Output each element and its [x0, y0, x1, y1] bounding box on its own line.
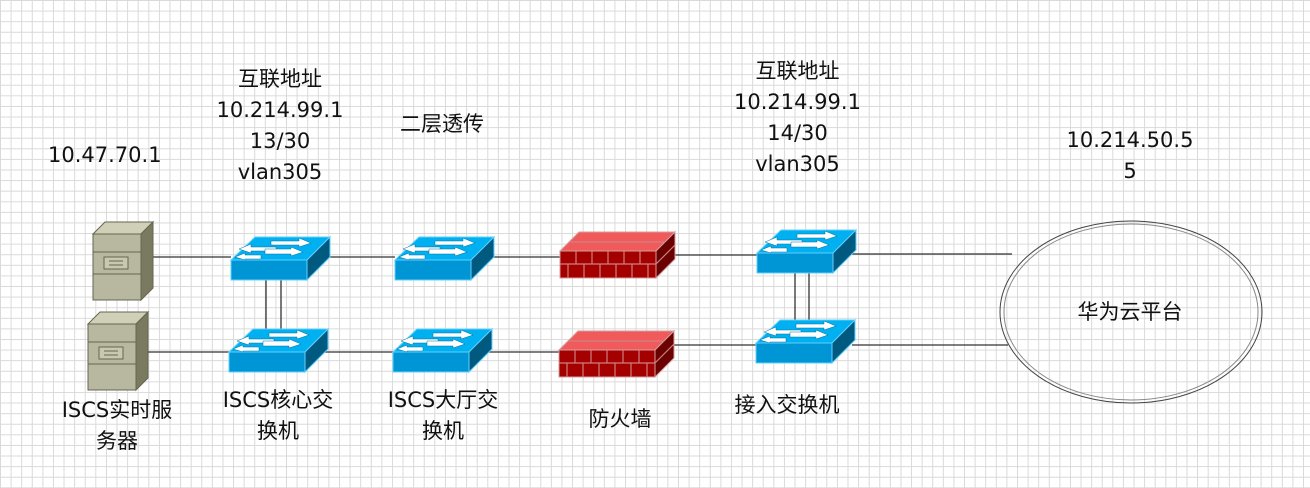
access-switch-label: 接入交换机 — [734, 393, 840, 417]
label-line: ISCS大厅交 — [387, 388, 499, 412]
hall-switch-icon-2 — [392, 328, 493, 373]
label-line: 5 — [1123, 159, 1137, 183]
label-line: 换机 — [257, 419, 299, 443]
label-line: 10.214.99.1 — [734, 90, 861, 114]
firewall-label: 防火墙 — [588, 407, 652, 431]
links — [147, 253, 1012, 353]
cloud-platform-ellipse — [999, 220, 1263, 404]
label-line: ISCS核心交 — [222, 388, 334, 412]
server-icon-2 — [87, 311, 149, 391]
hall-switch-icon-1 — [394, 236, 495, 281]
server-icon-1 — [92, 221, 154, 301]
label-line: 14/30 — [767, 121, 828, 145]
label-line: vlan305 — [237, 160, 323, 184]
cloud-platform-label: 华为云平台 — [1077, 300, 1183, 324]
label-line: ISCS实时服 — [61, 398, 173, 422]
label-line: 互联地址 — [755, 59, 840, 83]
right-interconnect-label: 互联地址 10.214.99.1 14/30 vlan305 — [720, 56, 875, 180]
core-switch-icon-1 — [230, 236, 331, 281]
layer2-label: 二层透传 — [400, 112, 484, 136]
server-label: ISCS实时服 务器 — [42, 395, 192, 457]
label-line: 13/30 — [249, 129, 311, 153]
label-line: vlan305 — [755, 152, 840, 176]
server-ip-label: 10.47.70.1 — [48, 143, 162, 167]
firewall-icon-2 — [558, 330, 675, 378]
access-switch-icon-1 — [756, 229, 857, 274]
left-interconnect-label: 互联地址 10.214.99.1 13/30 vlan305 — [205, 64, 355, 188]
hall-switch-label: ISCS大厅交 换机 — [368, 385, 518, 447]
cloud-ip-label: 10.214.50.5 5 — [1055, 125, 1205, 187]
firewall-icon-1 — [559, 231, 676, 279]
access-switch-icon-2 — [755, 319, 856, 364]
label-line: 10.214.50.5 — [1066, 128, 1194, 152]
label-line: 互联地址 — [238, 67, 322, 91]
label-line: 10.214.99.1 — [216, 98, 344, 122]
core-switch-icon-2 — [228, 328, 329, 373]
label-line: 换机 — [422, 419, 464, 443]
core-switch-label: ISCS核心交 换机 — [203, 385, 353, 447]
label-line: 务器 — [96, 429, 138, 453]
